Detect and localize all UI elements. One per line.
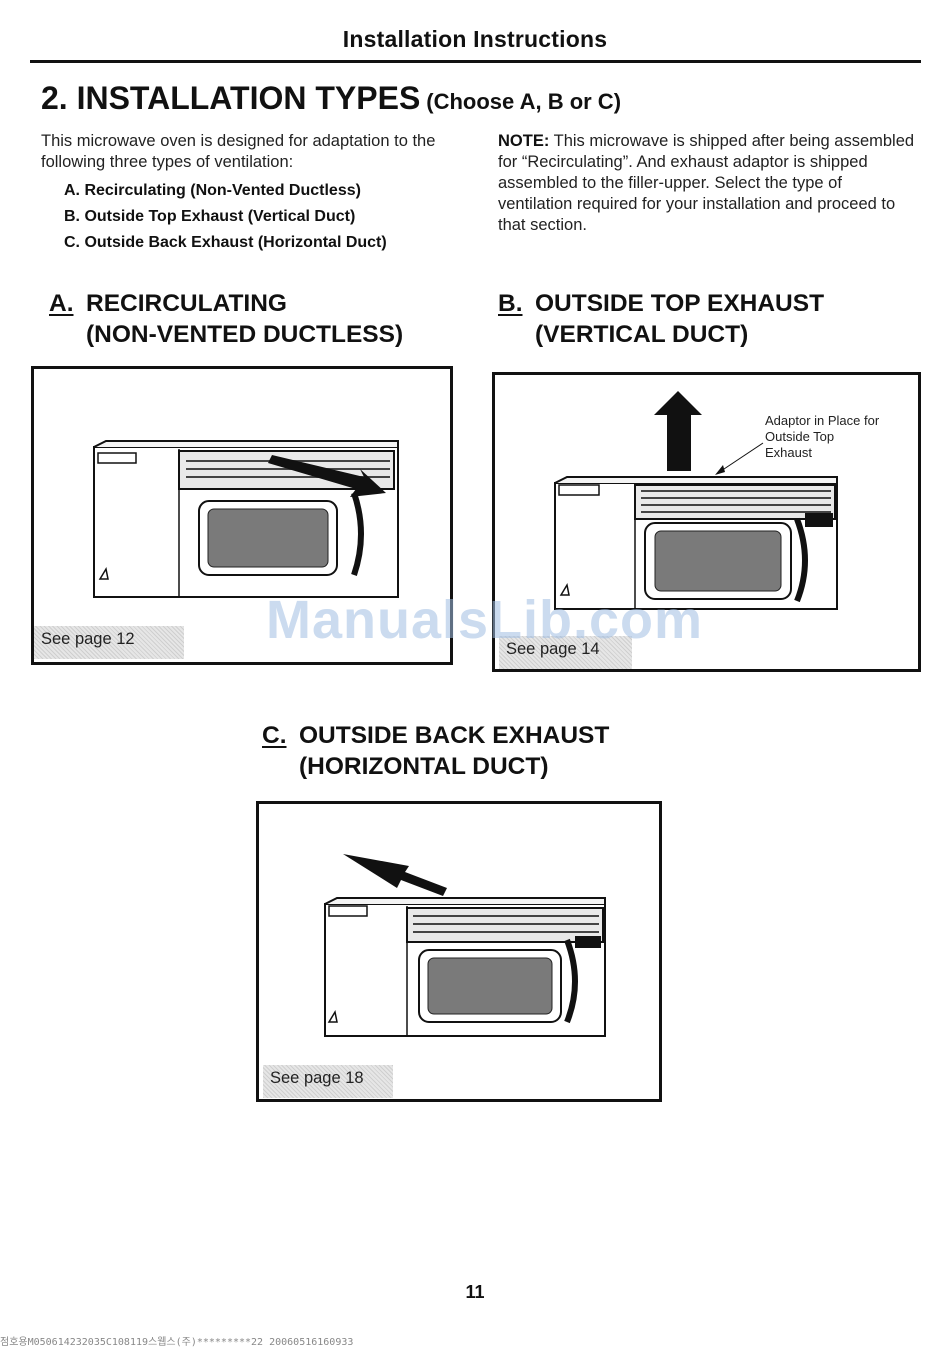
type-a-line2: (NON-VENTED DUCTLESS) [86,321,404,348]
type-b-line1: OUTSIDE TOP EXHAUST [535,290,825,317]
note-text: This microwave is shipped after being as… [498,132,915,234]
type-b-letter: B. [498,290,523,317]
option-b: B. Outside Top Exhaust (Vertical Duct) [64,208,356,225]
section-title-sub: (Choose A, B or C) [426,89,622,114]
intro-text: This microwave oven is designed for adap… [41,132,436,171]
type-c-line2: (HORIZONTAL DUCT) [299,753,549,780]
type-c-heading: C. OUTSIDE BACK EXHAUST (HORIZONTAL DUCT… [262,720,702,786]
page-number: 11 [465,1282,485,1302]
figure-a-box: See page 12 [31,366,453,665]
type-c-letter: C. [262,722,287,749]
note-paragraph: NOTE: This microwave is shipped after be… [498,131,918,236]
adaptor-callout-line3: Exhaust [765,445,812,460]
microwave-recirculating-illustration [93,440,399,598]
figure-c-box: See page 18 [256,801,662,1102]
type-a-line1: RECIRCULATING [86,290,287,317]
option-c: C. Outside Back Exhaust (Horizontal Duct… [64,234,387,251]
adaptor-callout-line1: Adaptor in Place for [765,413,880,428]
type-a-heading: A. RECIRCULATING (NON-VENTED DUCTLESS) [49,288,469,354]
section-title: 2. INSTALLATION TYPES(Choose A, B or C) [41,80,621,117]
section-title-main: 2. INSTALLATION TYPES [41,80,421,116]
type-a-see-page: See page 12 [34,626,184,659]
type-c-line1: OUTSIDE BACK EXHAUST [299,722,610,749]
manualslib-watermark: ManualsLib.com [266,590,704,650]
adaptor-callout-line2: Outside Top [765,429,835,444]
header-rule [30,60,921,63]
adaptor-callout: Adaptor in Place for Outside Top Exhaust [765,413,879,461]
type-b-see-page: See page 14 [499,636,632,669]
figure-b-box: Adaptor in Place for Outside Top Exhaust… [492,372,921,672]
type-b-line2: (VERTICAL DUCT) [535,321,749,348]
ventilation-options-list: A. Recirculating (Non-Vented Ductless) B… [64,178,387,256]
microwave-back-exhaust-illustration [324,854,606,1037]
microwave-top-exhaust-illustration [554,391,838,610]
type-a-letter: A. [49,290,74,317]
print-footer: 점호용M050614232035C108119스웹스(주)*********22… [0,1337,354,1348]
type-b-heading: B. OUTSIDE TOP EXHAUST (VERTICAL DUCT) [498,288,918,354]
option-a: A. Recirculating (Non-Vented Ductless) [64,182,361,199]
type-c-see-page: See page 18 [263,1065,393,1098]
page-header: Installation Instructions [342,26,608,52]
note-label: NOTE: [498,132,550,150]
